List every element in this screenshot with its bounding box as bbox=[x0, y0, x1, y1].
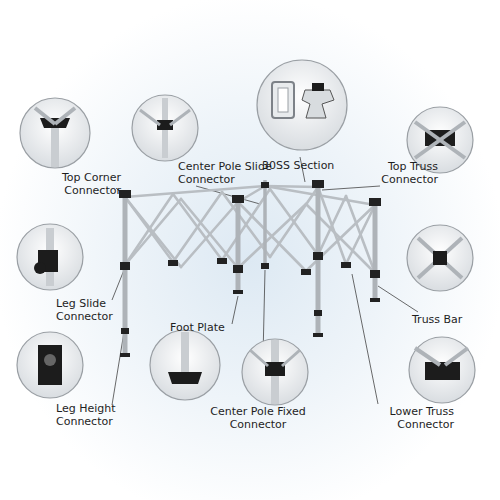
part-label: 30SS Section bbox=[262, 159, 346, 172]
part-label: Leg Height Connector bbox=[56, 402, 134, 428]
detail-icons bbox=[34, 82, 468, 404]
legs bbox=[125, 180, 375, 355]
part-label: Foot Plate bbox=[170, 321, 236, 334]
part-label: Truss Bar bbox=[412, 313, 482, 326]
part-label: Center Pole Slide Connector bbox=[178, 160, 274, 186]
part-label: Top Corner Connector bbox=[45, 171, 121, 197]
part-label: Center Pole Fixed Connector bbox=[208, 405, 308, 431]
part-label: Top Truss Connector bbox=[362, 160, 438, 186]
leader-lines bbox=[112, 157, 418, 405]
connectors bbox=[119, 180, 381, 357]
truss-bars bbox=[125, 186, 375, 273]
part-label: Lower Truss Connector bbox=[372, 405, 454, 431]
part-label: Leg Slide Connector bbox=[56, 297, 122, 323]
callout-circles bbox=[17, 60, 475, 405]
